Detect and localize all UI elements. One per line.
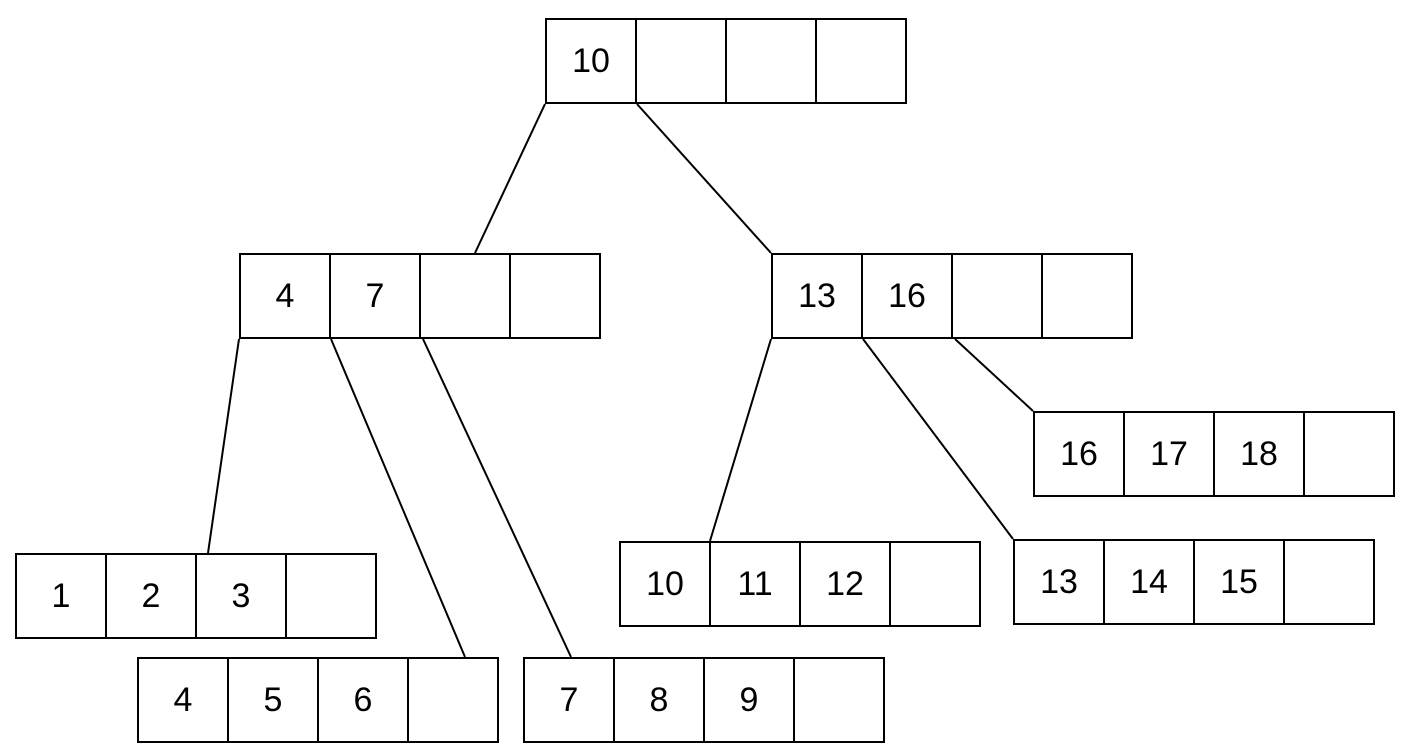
key-cell: 2: [105, 553, 197, 639]
key-cell: 7: [523, 657, 615, 743]
edge-left-to-leaf-3: [422, 338, 572, 658]
key-cell: [407, 657, 499, 743]
key-cell: 18: [1213, 411, 1305, 497]
key-cell: [1303, 411, 1395, 497]
key-cell: [285, 553, 377, 639]
leaf-node-4: 10 11 12: [619, 541, 981, 627]
key-cell: 11: [709, 541, 801, 627]
key-cell: 1: [15, 553, 107, 639]
key-cell: [509, 253, 601, 339]
edge-root-to-right: [636, 103, 772, 254]
key-cell: 3: [195, 553, 287, 639]
key-cell: 8: [613, 657, 705, 743]
key-cell: [951, 253, 1043, 339]
key-cell: [1041, 253, 1133, 339]
key-cell: 13: [1013, 539, 1105, 625]
leaf-node-1: 1 2 3: [15, 553, 377, 639]
key-cell: [815, 18, 907, 104]
leaf-node-3: 7 8 9: [523, 657, 885, 743]
leaf-node-6: 16 17 18: [1033, 411, 1395, 497]
key-cell: 5: [227, 657, 319, 743]
internal-node-right: 13 16: [771, 253, 1133, 339]
key-cell: [1283, 539, 1375, 625]
edge-left-to-leaf-2: [330, 338, 466, 658]
key-cell: 4: [137, 657, 229, 743]
key-cell: 10: [619, 541, 711, 627]
key-cell: 14: [1103, 539, 1195, 625]
key-cell: [793, 657, 885, 743]
key-cell: 15: [1193, 539, 1285, 625]
edge-left-to-leaf-1: [207, 338, 240, 554]
key-cell: 7: [329, 253, 421, 339]
key-cell: 16: [1033, 411, 1125, 497]
root-node: 10: [545, 18, 907, 104]
key-cell: [635, 18, 727, 104]
key-cell: [889, 541, 981, 627]
edge-root-to-left: [474, 103, 546, 254]
internal-node-left: 4 7: [239, 253, 601, 339]
edge-right-to-leaf-5: [862, 338, 1014, 540]
edge-right-to-leaf-6: [954, 338, 1034, 412]
key-cell: 9: [703, 657, 795, 743]
key-cell: [419, 253, 511, 339]
key-cell: 6: [317, 657, 409, 743]
leaf-node-5: 13 14 15: [1013, 539, 1375, 625]
key-cell: 10: [545, 18, 637, 104]
edge-right-to-leaf-4: [709, 338, 772, 542]
key-cell: 16: [861, 253, 953, 339]
key-cell: 17: [1123, 411, 1215, 497]
key-cell: [725, 18, 817, 104]
key-cell: 13: [771, 253, 863, 339]
key-cell: 12: [799, 541, 891, 627]
leaf-node-2: 4 5 6: [137, 657, 499, 743]
key-cell: 4: [239, 253, 331, 339]
